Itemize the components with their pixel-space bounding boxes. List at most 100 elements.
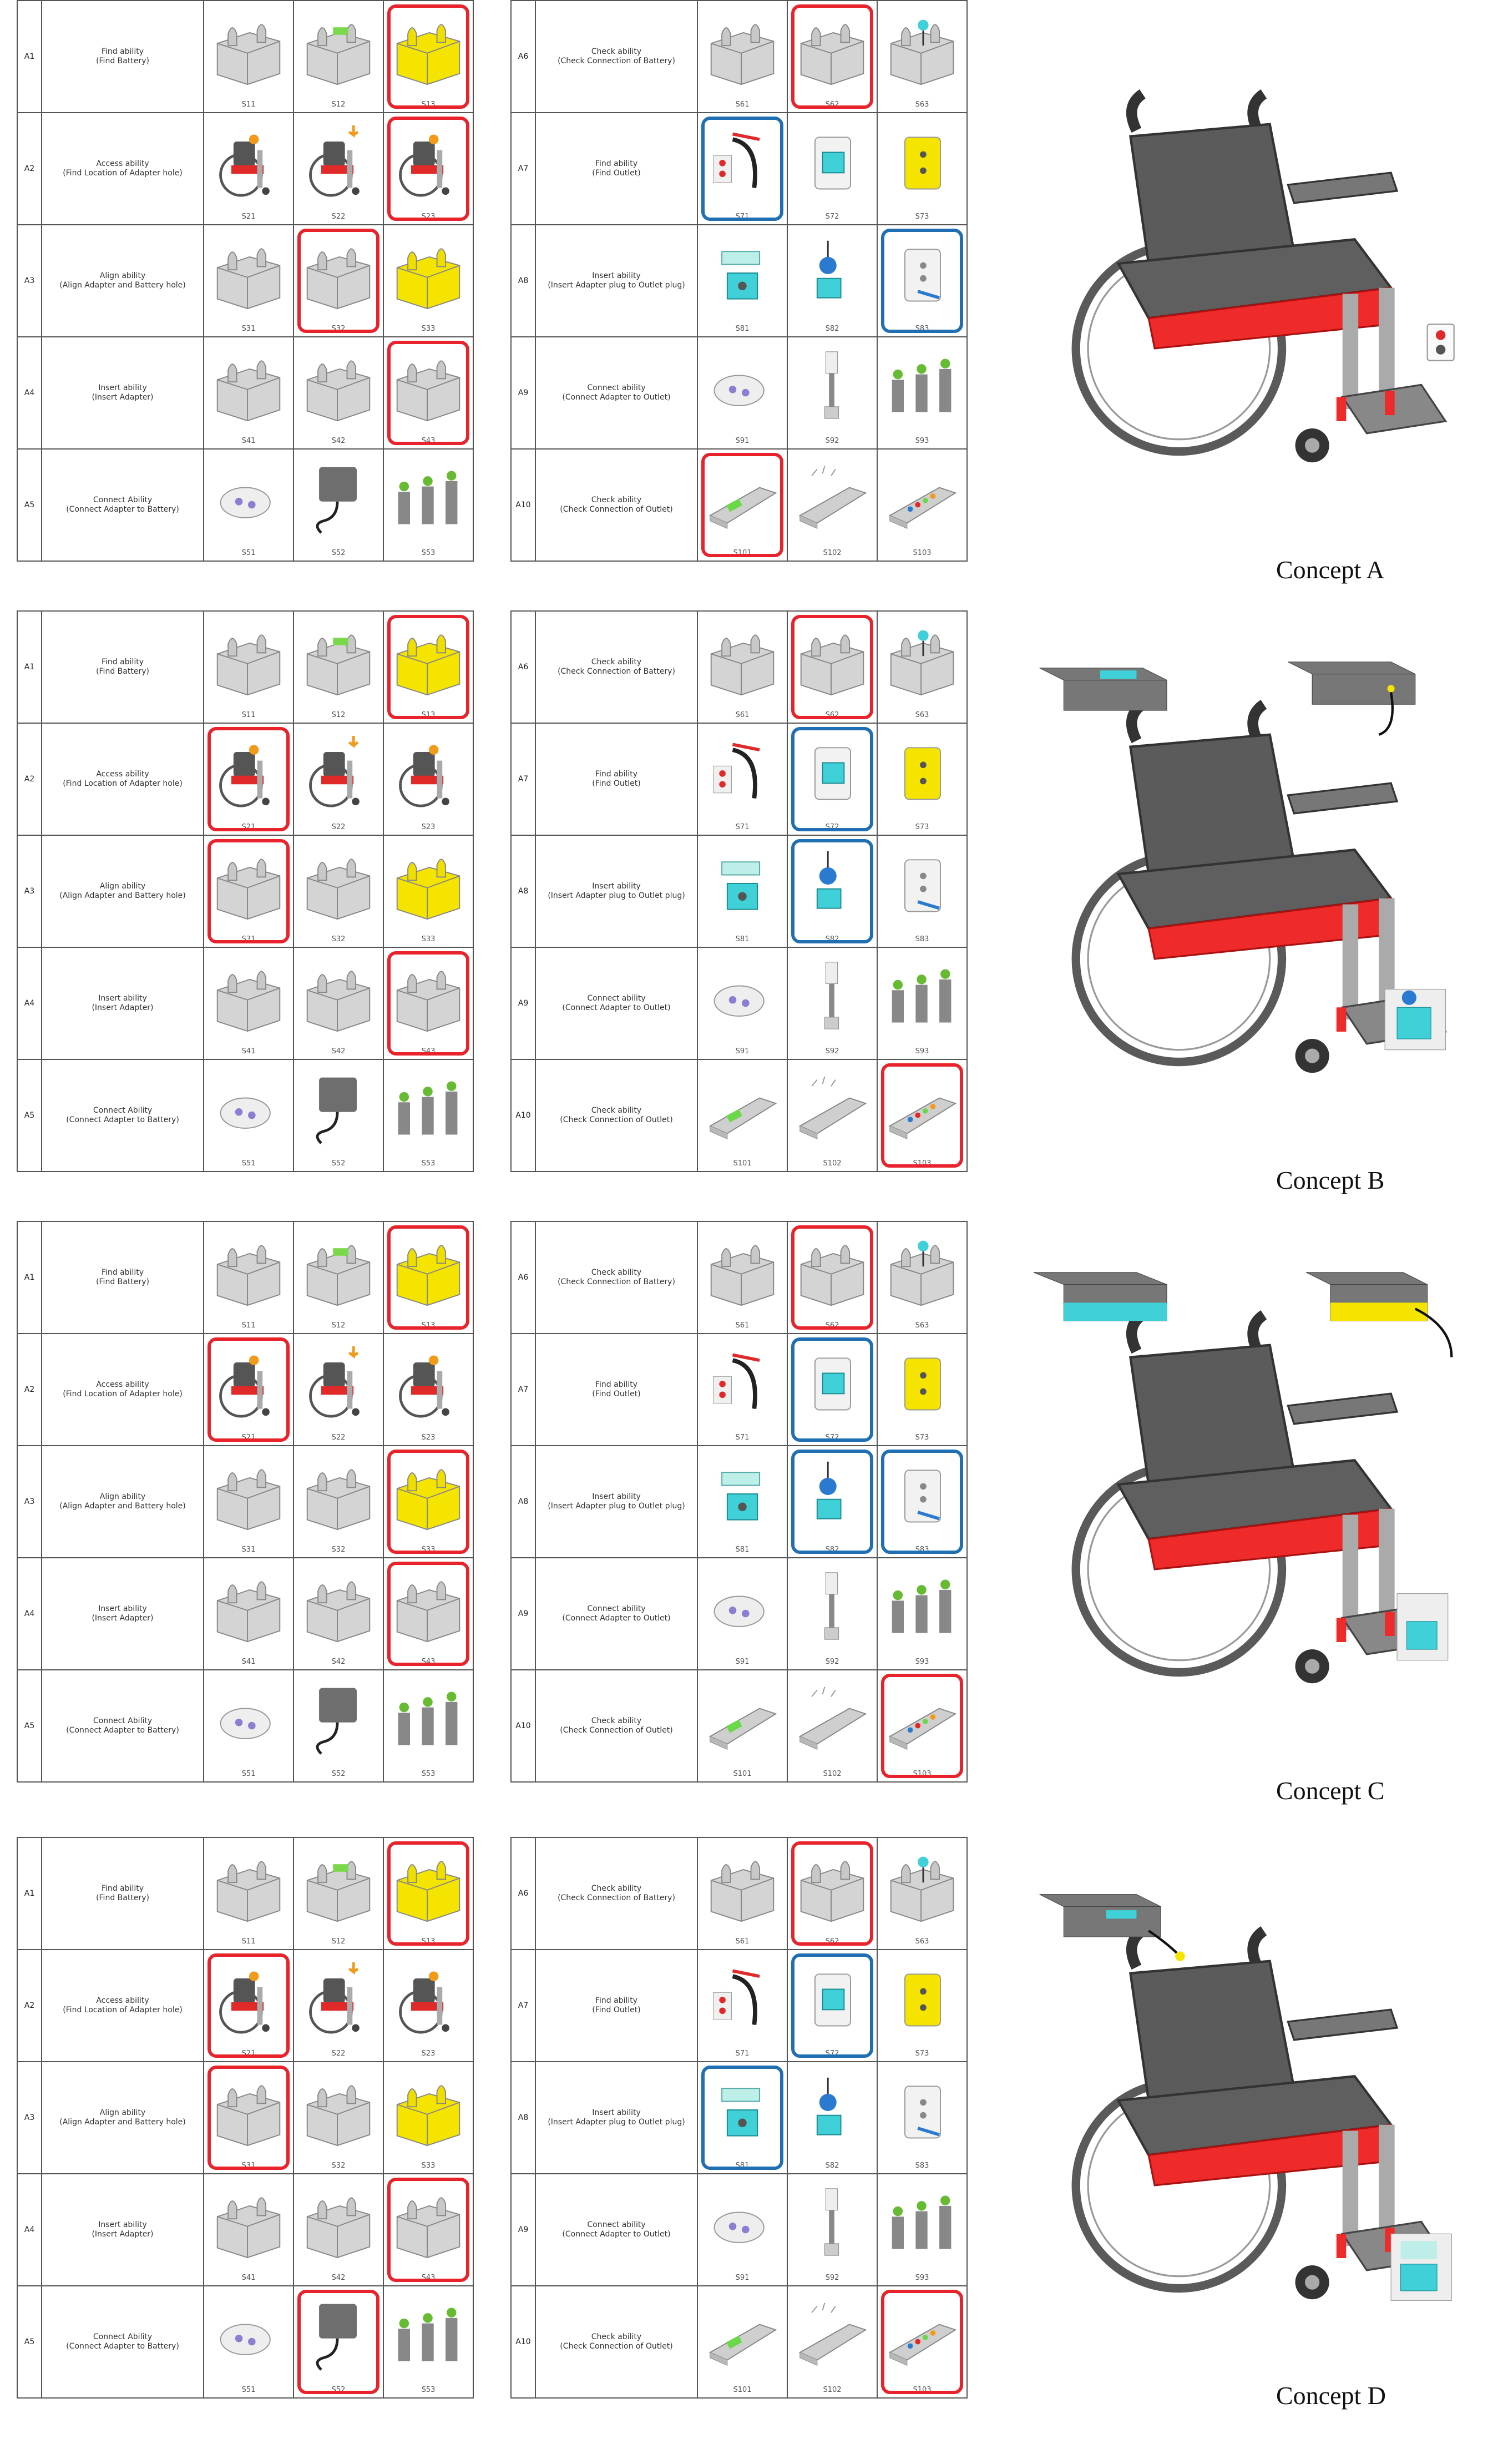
function-id: A3 <box>17 224 42 337</box>
solution-label: S103 <box>913 549 932 557</box>
function-id: A9 <box>510 1557 536 1670</box>
function-name: Check ability <box>591 1105 642 1115</box>
function-detail: (Find Battery) <box>96 1278 149 1286</box>
red-selection-box <box>387 1841 469 1946</box>
solution-cell: S52 <box>293 1059 384 1172</box>
function-detail: (Find Outlet) <box>592 779 641 788</box>
solution-cell: S82 <box>787 224 878 337</box>
red-selection-box <box>387 2178 469 2282</box>
function-name: Align ability <box>99 2108 146 2117</box>
solution-label: S41 <box>241 1047 256 1056</box>
solution-cell: S62 <box>787 610 878 724</box>
solution-option: S31 <box>204 225 293 336</box>
solution-label: S32 <box>331 935 346 943</box>
function-name: Insert ability <box>592 271 641 280</box>
function-id: A5 <box>17 1669 42 1783</box>
solution-option: S51 <box>204 2286 293 2397</box>
blue-selection-box <box>881 229 963 333</box>
battery-box-icon <box>306 971 371 1032</box>
blue-selection-box <box>791 1450 873 1554</box>
function-description: Align ability(Align Adapter and Battery … <box>41 1445 204 1558</box>
red-selection-box <box>881 1063 963 1168</box>
solution-option: S91 <box>698 948 787 1059</box>
function-id: A5 <box>17 1059 42 1172</box>
solution-label: S23 <box>421 1433 436 1442</box>
solution-cell: S33 <box>383 835 474 948</box>
solution-option: S83 <box>878 2062 966 2173</box>
solution-label: S22 <box>331 213 346 221</box>
solution-cell: S101 <box>697 2285 788 2399</box>
function-detail: (Check Connection of Battery) <box>558 1894 675 1902</box>
adapter-pack-icon <box>1033 1272 1167 1321</box>
solution-label: S63 <box>915 1321 929 1330</box>
solution-cell: S72 <box>787 1949 878 2062</box>
function-detail: (Connect Adapter to Outlet) <box>562 2230 671 2239</box>
solution-cell: S101 <box>697 1669 788 1783</box>
solution-cell: S63 <box>877 1221 968 1334</box>
plug-round-icon <box>713 985 765 1017</box>
plug-cyan-icon <box>721 861 761 910</box>
function-detail: (Connect Adapter to Outlet) <box>562 393 671 402</box>
solution-cell: S31 <box>203 2061 294 2174</box>
function-id: A3 <box>17 1445 42 1558</box>
solution-option: S41 <box>204 2174 293 2285</box>
solution-cell: S13 <box>383 610 474 724</box>
solution-cell: S12 <box>293 610 384 724</box>
solution-cell: S41 <box>203 336 294 450</box>
solution-cell: S102 <box>787 1669 878 1783</box>
red-selection-box <box>387 4 469 109</box>
solution-label: S33 <box>421 2162 436 2170</box>
solution-label: S51 <box>241 2386 256 2394</box>
function-description: Check ability(Check Connection of Outlet… <box>535 2285 698 2399</box>
solution-cell: S13 <box>383 1837 474 1950</box>
indicator-grey-icon <box>798 1687 867 1750</box>
solution-option: S81 <box>698 2062 787 2173</box>
function-name: Connect Ability <box>93 495 153 504</box>
solution-option: S33 <box>384 1446 473 1557</box>
connector-set-icon <box>892 2195 952 2249</box>
function-detail: (Align Adapter and Battery hole) <box>59 891 186 900</box>
solution-cell: S62 <box>787 1221 878 1334</box>
function-name: Insert ability <box>592 2108 641 2117</box>
plug-round-icon <box>713 375 765 406</box>
solution-cell: S93 <box>877 947 968 1060</box>
function-name: Find ability <box>595 1380 638 1389</box>
function-name: Insert ability <box>98 2220 147 2229</box>
function-description: Align ability(Align Adapter and Battery … <box>41 835 204 948</box>
function-description: Connect ability(Connect Adapter to Outle… <box>535 2173 698 2286</box>
function-detail: (Align Adapter and Battery hole) <box>59 281 186 290</box>
solution-label: S31 <box>241 1546 256 1554</box>
red-selection-box <box>791 1841 873 1946</box>
battery-box-icon <box>216 24 281 85</box>
solution-cell: S21 <box>203 723 294 836</box>
solution-cell: S21 <box>203 112 294 225</box>
solution-label: S63 <box>915 711 929 719</box>
solution-cell: S21 <box>203 1333 294 1446</box>
function-detail: (Insert Adapter) <box>92 393 154 402</box>
solution-option: S62 <box>788 1222 877 1333</box>
solution-cell: S32 <box>293 1445 384 1558</box>
function-description: Insert ability(Insert Adapter) <box>41 336 204 450</box>
solution-cell: S81 <box>697 224 788 337</box>
solution-label: S72 <box>825 213 839 221</box>
function-description: Insert ability(Insert Adapter plug to Ou… <box>535 224 698 337</box>
solution-label: S102 <box>823 549 842 557</box>
solution-cell: S91 <box>697 1557 788 1670</box>
battery-box-icon <box>306 859 371 920</box>
function-detail: (Find Location of Adapter hole) <box>63 779 183 788</box>
solution-label: S91 <box>735 437 750 445</box>
solution-label: S53 <box>421 1159 436 1168</box>
solution-option: S53 <box>384 1060 473 1171</box>
function-detail: (Check Connection of Battery) <box>558 667 675 676</box>
function-name: Find ability <box>595 769 638 779</box>
function-description: Align ability(Align Adapter and Battery … <box>41 224 204 337</box>
function-description: Check ability(Check Connection of Outlet… <box>535 1059 698 1172</box>
solution-cell: S22 <box>293 1949 384 2062</box>
solution-label: S52 <box>331 549 346 557</box>
